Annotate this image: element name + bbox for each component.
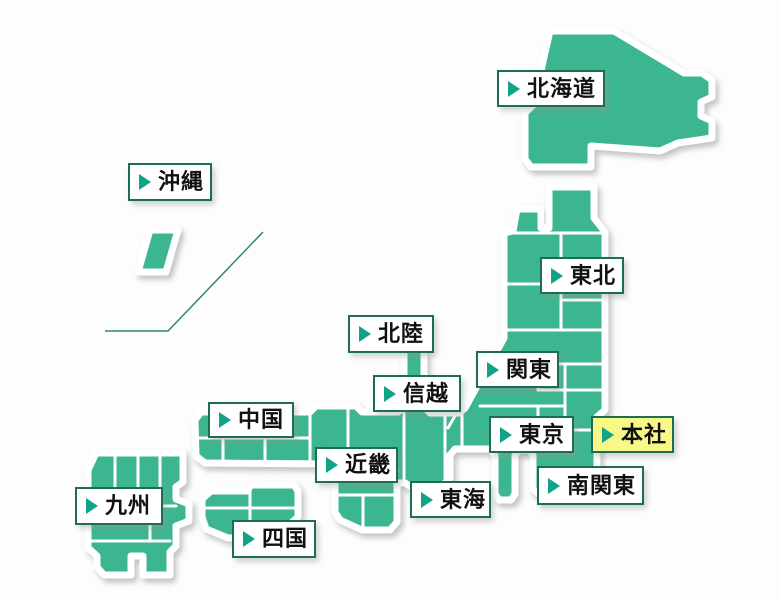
label-minami-kanto-text: 南関東 [567, 472, 637, 498]
arrow-icon [86, 498, 98, 514]
arrow-icon [500, 426, 512, 443]
arrow-icon [219, 412, 231, 428]
label-tokyo-text: 東京 [519, 421, 566, 447]
label-tokyo[interactable]: 東京 [489, 416, 574, 453]
label-shinetsu[interactable]: 信越 [373, 375, 461, 412]
hokkaido-island [521, 27, 716, 171]
label-chugoku-text: 中国 [238, 407, 285, 432]
arrow-icon [243, 531, 255, 547]
label-kinki-text: 近畿 [345, 452, 392, 477]
label-shikoku-text: 四国 [262, 526, 309, 551]
label-okinawa[interactable]: 沖縄 [128, 163, 212, 201]
okinawa-region[interactable] [134, 226, 182, 276]
okinawa-divider-line [105, 231, 264, 332]
arrow-icon [548, 477, 560, 494]
label-tohoku[interactable]: 東北 [540, 257, 624, 294]
okinawa-island [134, 226, 182, 276]
label-okinawa-text: 沖縄 [158, 169, 205, 194]
arrow-icon [551, 267, 563, 284]
arrow-icon [508, 80, 520, 97]
arrow-icon [487, 361, 499, 378]
label-hokkaido-text: 北海道 [527, 75, 597, 101]
arrow-icon [602, 426, 614, 443]
arrow-icon [326, 457, 338, 473]
arrow-icon [139, 174, 151, 190]
label-hokuriku[interactable]: 北陸 [348, 315, 434, 353]
label-kinki[interactable]: 近畿 [315, 447, 398, 483]
label-tokai-text: 東海 [440, 486, 487, 512]
label-kyushu-text: 九州 [105, 493, 152, 518]
label-hokuriku-text: 北陸 [378, 321, 425, 346]
label-kanto[interactable]: 関東 [476, 351, 559, 388]
label-tokai[interactable]: 東海 [410, 481, 491, 518]
label-shikoku[interactable]: 四国 [232, 520, 316, 558]
label-kyushu[interactable]: 九州 [75, 487, 163, 525]
label-chugoku[interactable]: 中国 [208, 402, 294, 438]
label-kanto-text: 関東 [506, 356, 553, 382]
label-headoffice[interactable]: 本社 [591, 416, 674, 453]
label-hokkaido[interactable]: 北海道 [497, 70, 605, 107]
hokkaido-region[interactable] [521, 27, 716, 171]
label-shinetsu-text: 信越 [403, 380, 450, 406]
label-headoffice-text: 本社 [621, 421, 668, 447]
label-minami-kanto[interactable]: 南関東 [537, 466, 644, 505]
arrow-icon [384, 385, 396, 402]
label-tohoku-text: 東北 [570, 262, 617, 288]
arrow-icon [421, 491, 433, 508]
arrow-icon [359, 326, 371, 342]
